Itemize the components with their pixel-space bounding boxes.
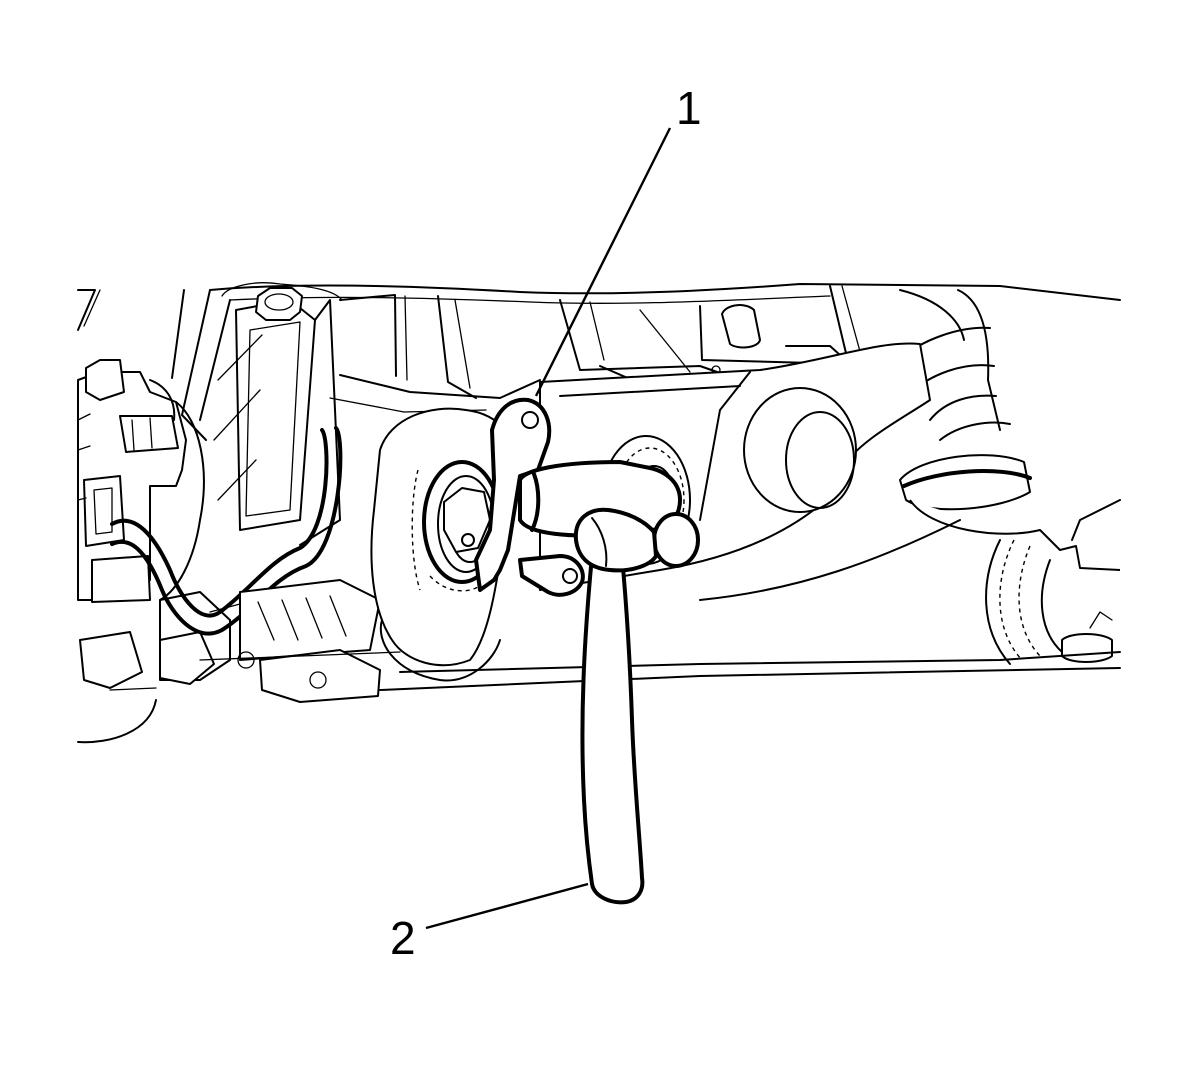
leader-line-1 [534, 127, 672, 397]
callout-1: 1 [534, 82, 702, 397]
brake-caliper-assembly [77, 289, 401, 744]
drift-punch [518, 460, 700, 568]
callout-number-2: 2 [390, 912, 416, 964]
callout-number-1: 1 [676, 82, 702, 134]
leader-line-2 [425, 882, 589, 930]
callout-2: 2 [390, 882, 589, 964]
hammer [573, 507, 658, 905]
